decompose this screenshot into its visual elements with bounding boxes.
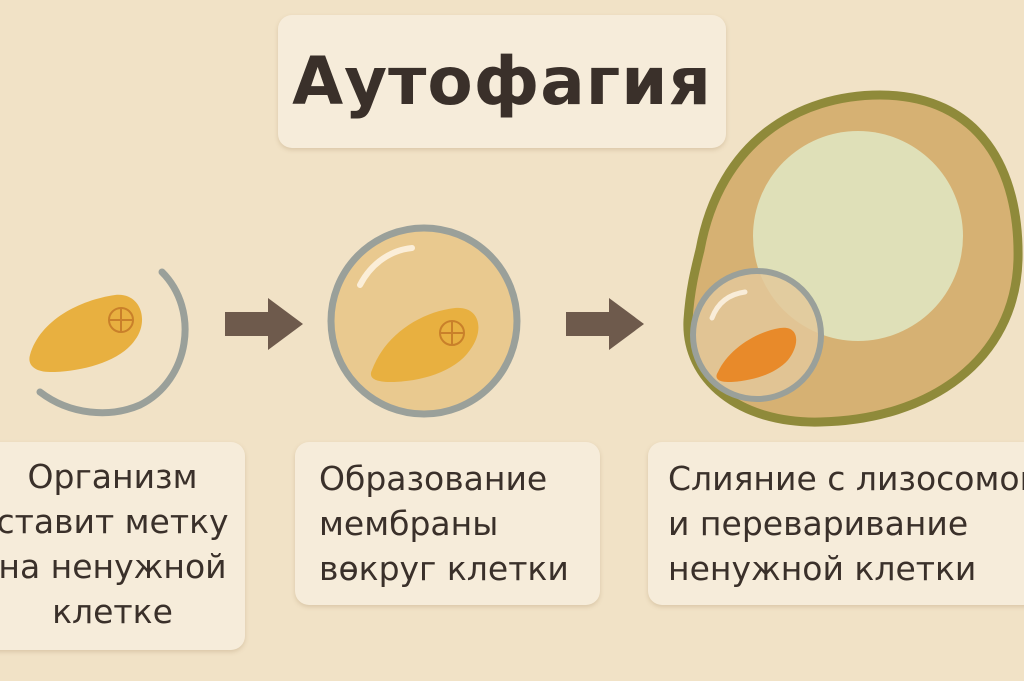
caption-line: вөкруг клетки [319,549,569,588]
arrow-2 [566,298,644,350]
arrow-1 [225,298,303,350]
tagged-organelle [29,294,143,372]
caption-line: на ненужной [0,547,227,586]
caption-line: Организм [27,457,198,496]
caption-line: мембраны [319,504,499,543]
step-3-caption: Слияние с лизосомой и переваривание нену… [648,442,1024,605]
caption-line: и переваривание [668,504,969,543]
autophagosome [327,224,521,418]
caption-line: Слияние с лизосомой [668,459,1024,498]
step-2-caption: Образование мембраны вөкруг клетки [295,442,600,605]
step-1-caption: Организм ставит метку на ненужной клетке [0,442,245,650]
title-box: Аутофагия [278,15,726,148]
autolysosome-vesicle [690,268,824,402]
caption-line: клетке [52,592,173,631]
caption-line: Образование [319,459,548,498]
caption-line: ненужной клетки [668,549,977,588]
caption-line: ставит метку [0,502,229,541]
page-title: Аутофагия [292,43,712,120]
forming-membrane [36,268,189,417]
